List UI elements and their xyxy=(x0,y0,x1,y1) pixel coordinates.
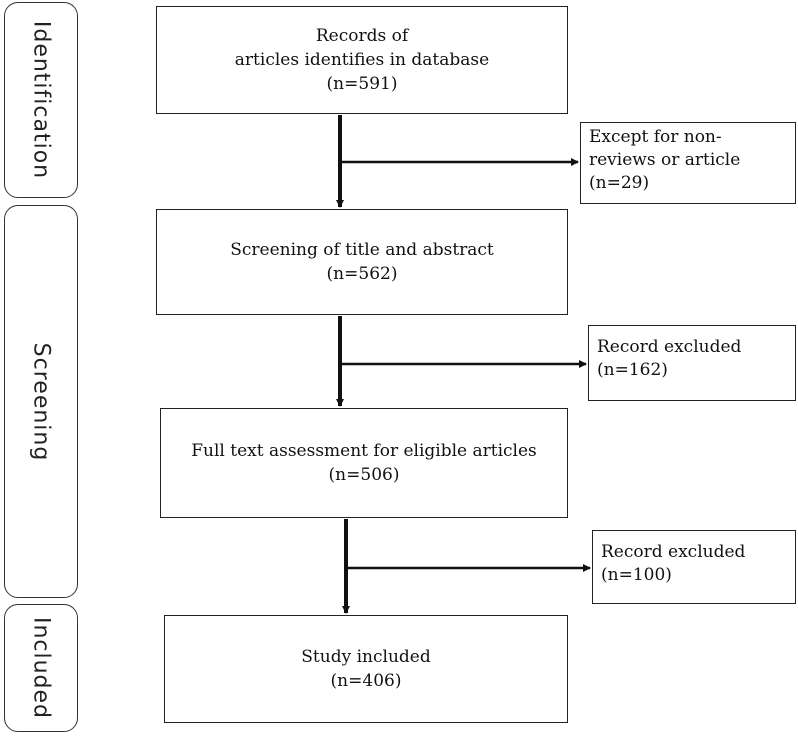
exclusion-1-count: (n=29) xyxy=(589,173,650,193)
fulltext-assessment-box: Full text assessment for eligible articl… xyxy=(160,408,568,518)
screening-box: Screening of title and abstract (n=562) xyxy=(156,209,568,315)
exclusion-1-line2: reviews or article xyxy=(589,150,741,170)
exclusion-box-3: Record excluded (n=100) xyxy=(592,530,796,604)
records-identified-line1: Records of xyxy=(315,26,409,46)
exclusion-box-1: Except for non- reviews or article (n=29… xyxy=(580,122,796,204)
exclusion-box-2: Record excluded (n=162) xyxy=(588,325,796,401)
phase-screening: Screening xyxy=(4,205,78,598)
exclusion-3-line1: Record excluded xyxy=(601,542,746,562)
fulltext-count: (n=506) xyxy=(328,465,400,485)
exclusion-2-line1: Record excluded xyxy=(597,337,742,357)
phase-identification: Identification xyxy=(4,2,78,198)
screening-line1: Screening of title and abstract xyxy=(230,240,494,260)
included-line1: Study included xyxy=(301,647,431,667)
records-identified-count: (n=591) xyxy=(326,74,398,94)
screening-count: (n=562) xyxy=(326,264,398,284)
exclusion-3-count: (n=100) xyxy=(601,565,672,585)
included-count: (n=406) xyxy=(330,671,402,691)
records-identified-line2: articles identifies in database xyxy=(234,50,490,70)
phase-included: Included xyxy=(4,604,78,732)
exclusion-1-line1: Except for non- xyxy=(589,127,722,147)
study-included-box: Study included (n=406) xyxy=(164,615,568,723)
fulltext-line1: Full text assessment for eligible articl… xyxy=(191,441,537,461)
records-identified-box: Records of articles identifies in databa… xyxy=(156,6,568,114)
exclusion-2-count: (n=162) xyxy=(597,360,668,380)
